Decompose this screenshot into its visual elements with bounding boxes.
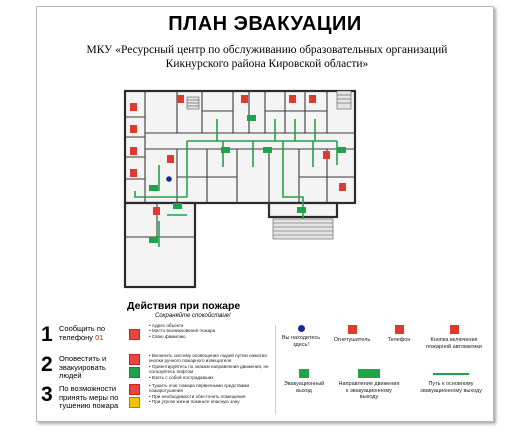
action-step-1: 1 Сообщить по телефону 01 Адрес объекта …	[41, 323, 271, 351]
you-are-here-marker	[166, 176, 172, 182]
warning-icon	[129, 397, 140, 408]
extinguisher-icon	[347, 325, 357, 334]
route-line-icon	[433, 373, 469, 375]
floor-plan	[123, 89, 357, 289]
step-label: Сообщить по телефону 01	[59, 324, 106, 342]
evacuation-poster: ПЛАН ЭВАКУАЦИИ МКУ «Ресурсный центр по о…	[36, 6, 494, 422]
action-step-2: 2 Оповестить и эвакуировать людей Включи…	[41, 353, 271, 381]
legend-you-are-here: Вы находитесь здесь!	[277, 325, 325, 348]
phone-number: 01	[95, 332, 104, 342]
legend-exit: Эвакуационный выход	[277, 369, 331, 394]
legend-fire-button: Кнопка включения пожарной автоматики	[421, 325, 487, 350]
actions-subtitle: Сохраняйте спокойствие!	[155, 313, 231, 319]
legend-extinguisher: Огнетушитель	[327, 325, 377, 344]
exit-icon	[299, 369, 309, 378]
legend-divider	[275, 325, 276, 415]
subtitle-line-2: Кикнурского района Кировской области»	[165, 58, 369, 70]
fire-equipment-markers	[130, 95, 346, 215]
step-number: 1	[41, 323, 53, 346]
legend-direction: Направление движения к эвакуационному вы…	[337, 369, 401, 401]
step-instructions: Адрес объекта Место возникновения пожара…	[149, 323, 277, 339]
exit-signs	[149, 115, 346, 243]
direction-arrow-icon	[358, 369, 380, 378]
actions-title: Действия при пожаре	[127, 300, 241, 312]
subtitle-line-1: МКУ «Ресурсный центр по обслуживанию обр…	[86, 44, 448, 56]
step-label: По возможности принять меры по тушению п…	[59, 384, 119, 410]
phone-icon	[394, 325, 404, 334]
step-number: 3	[41, 383, 53, 406]
step-instructions: Тушить очаг пожара первичными средствами…	[149, 383, 277, 405]
exit-icon	[129, 367, 140, 378]
legend-phone: Телефон	[379, 325, 419, 344]
legend-route: Путь к основному эвакуационному выходу	[415, 369, 487, 394]
step-label: Оповестить и эвакуировать людей	[59, 354, 107, 380]
evacuation-route	[134, 119, 338, 247]
staircases	[186, 90, 352, 240]
fire-alarm-button-icon	[129, 354, 140, 365]
dot-icon	[297, 325, 305, 332]
step-number: 2	[41, 353, 53, 376]
action-step-3: 3 По возможности принять меры по тушению…	[41, 383, 271, 411]
step-instructions: Включить систему оповещения людей путем …	[149, 353, 277, 380]
phone-icon	[129, 329, 140, 340]
poster-subtitle: МКУ «Ресурсный центр по обслуживанию обр…	[57, 43, 477, 71]
extinguisher-icon	[129, 384, 140, 395]
poster-title: ПЛАН ЭВАКУАЦИИ	[168, 13, 362, 35]
fire-button-icon	[449, 325, 459, 334]
